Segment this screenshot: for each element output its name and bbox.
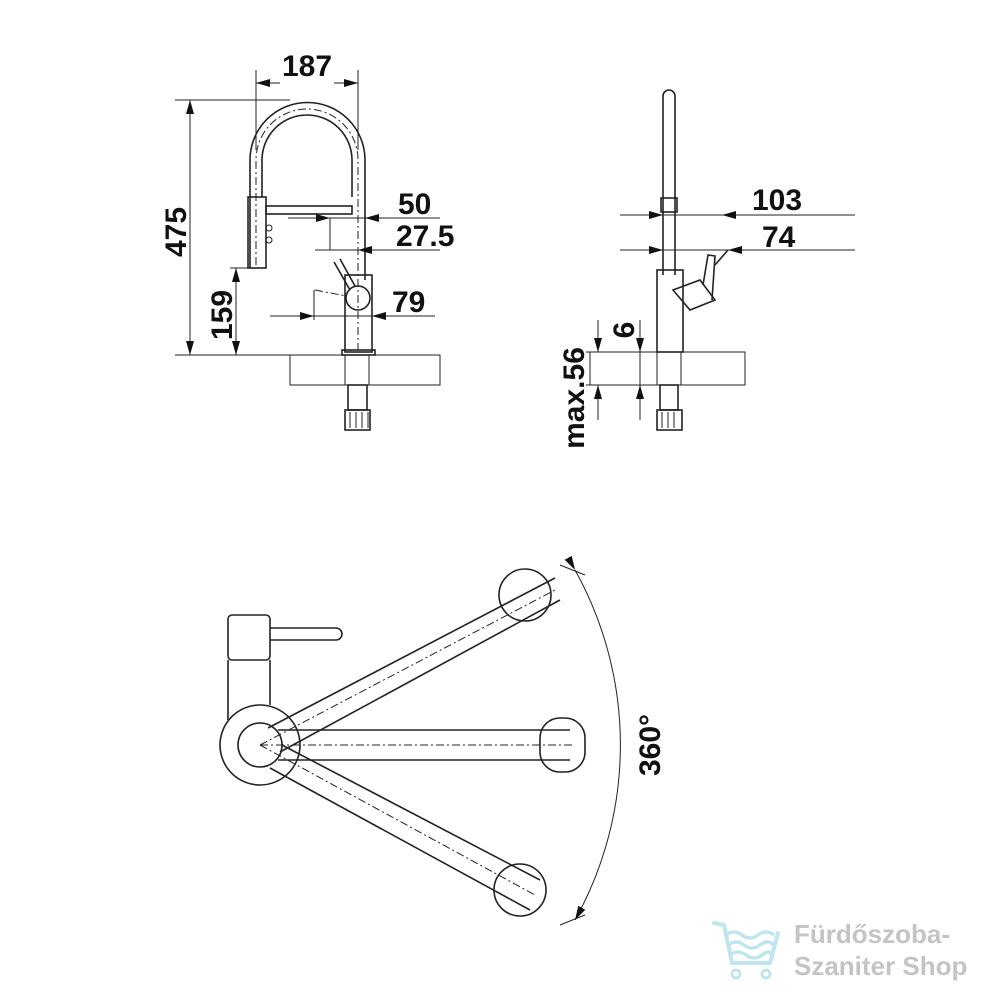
side-view: 103 74 6 max.56	[558, 89, 855, 449]
dim-lever-reach: 79	[392, 286, 425, 319]
dim-spout-reach: 50	[398, 188, 431, 221]
spray-head	[247, 196, 267, 269]
side-spout	[662, 89, 676, 275]
dim-height: 475	[160, 207, 193, 257]
dim-rotation: 360°	[634, 714, 667, 776]
shopping-cart-icon	[712, 921, 780, 980]
spout-arch	[249, 101, 366, 280]
spout-end	[539, 717, 586, 773]
dim-spray-height: 159	[206, 290, 239, 340]
spout-end	[498, 568, 552, 622]
spout-end	[493, 863, 547, 917]
dim-thickness: 6	[608, 322, 641, 339]
body-top	[227, 614, 271, 661]
watermark-line1: Fürdőszoba-	[794, 919, 950, 949]
top-view: 360°	[219, 555, 667, 926]
mounting-nut	[344, 409, 371, 431]
watermark-line2: Szaniter Shop	[794, 951, 968, 981]
dim-lever-depth: 74	[762, 221, 796, 254]
front-view: 187 475 159 50 27.5 79	[160, 50, 454, 431]
watermark: Fürdőszoba- Szaniter Shop	[712, 918, 967, 982]
dim-body-offset: 27.5	[396, 220, 454, 253]
mounting-nut	[656, 409, 683, 431]
rotation-arc	[564, 555, 621, 921]
handle-hub	[345, 285, 371, 311]
dim-depth: 103	[752, 184, 802, 217]
dim-width: 187	[282, 50, 332, 83]
dim-max-counter: max.56	[558, 347, 591, 449]
